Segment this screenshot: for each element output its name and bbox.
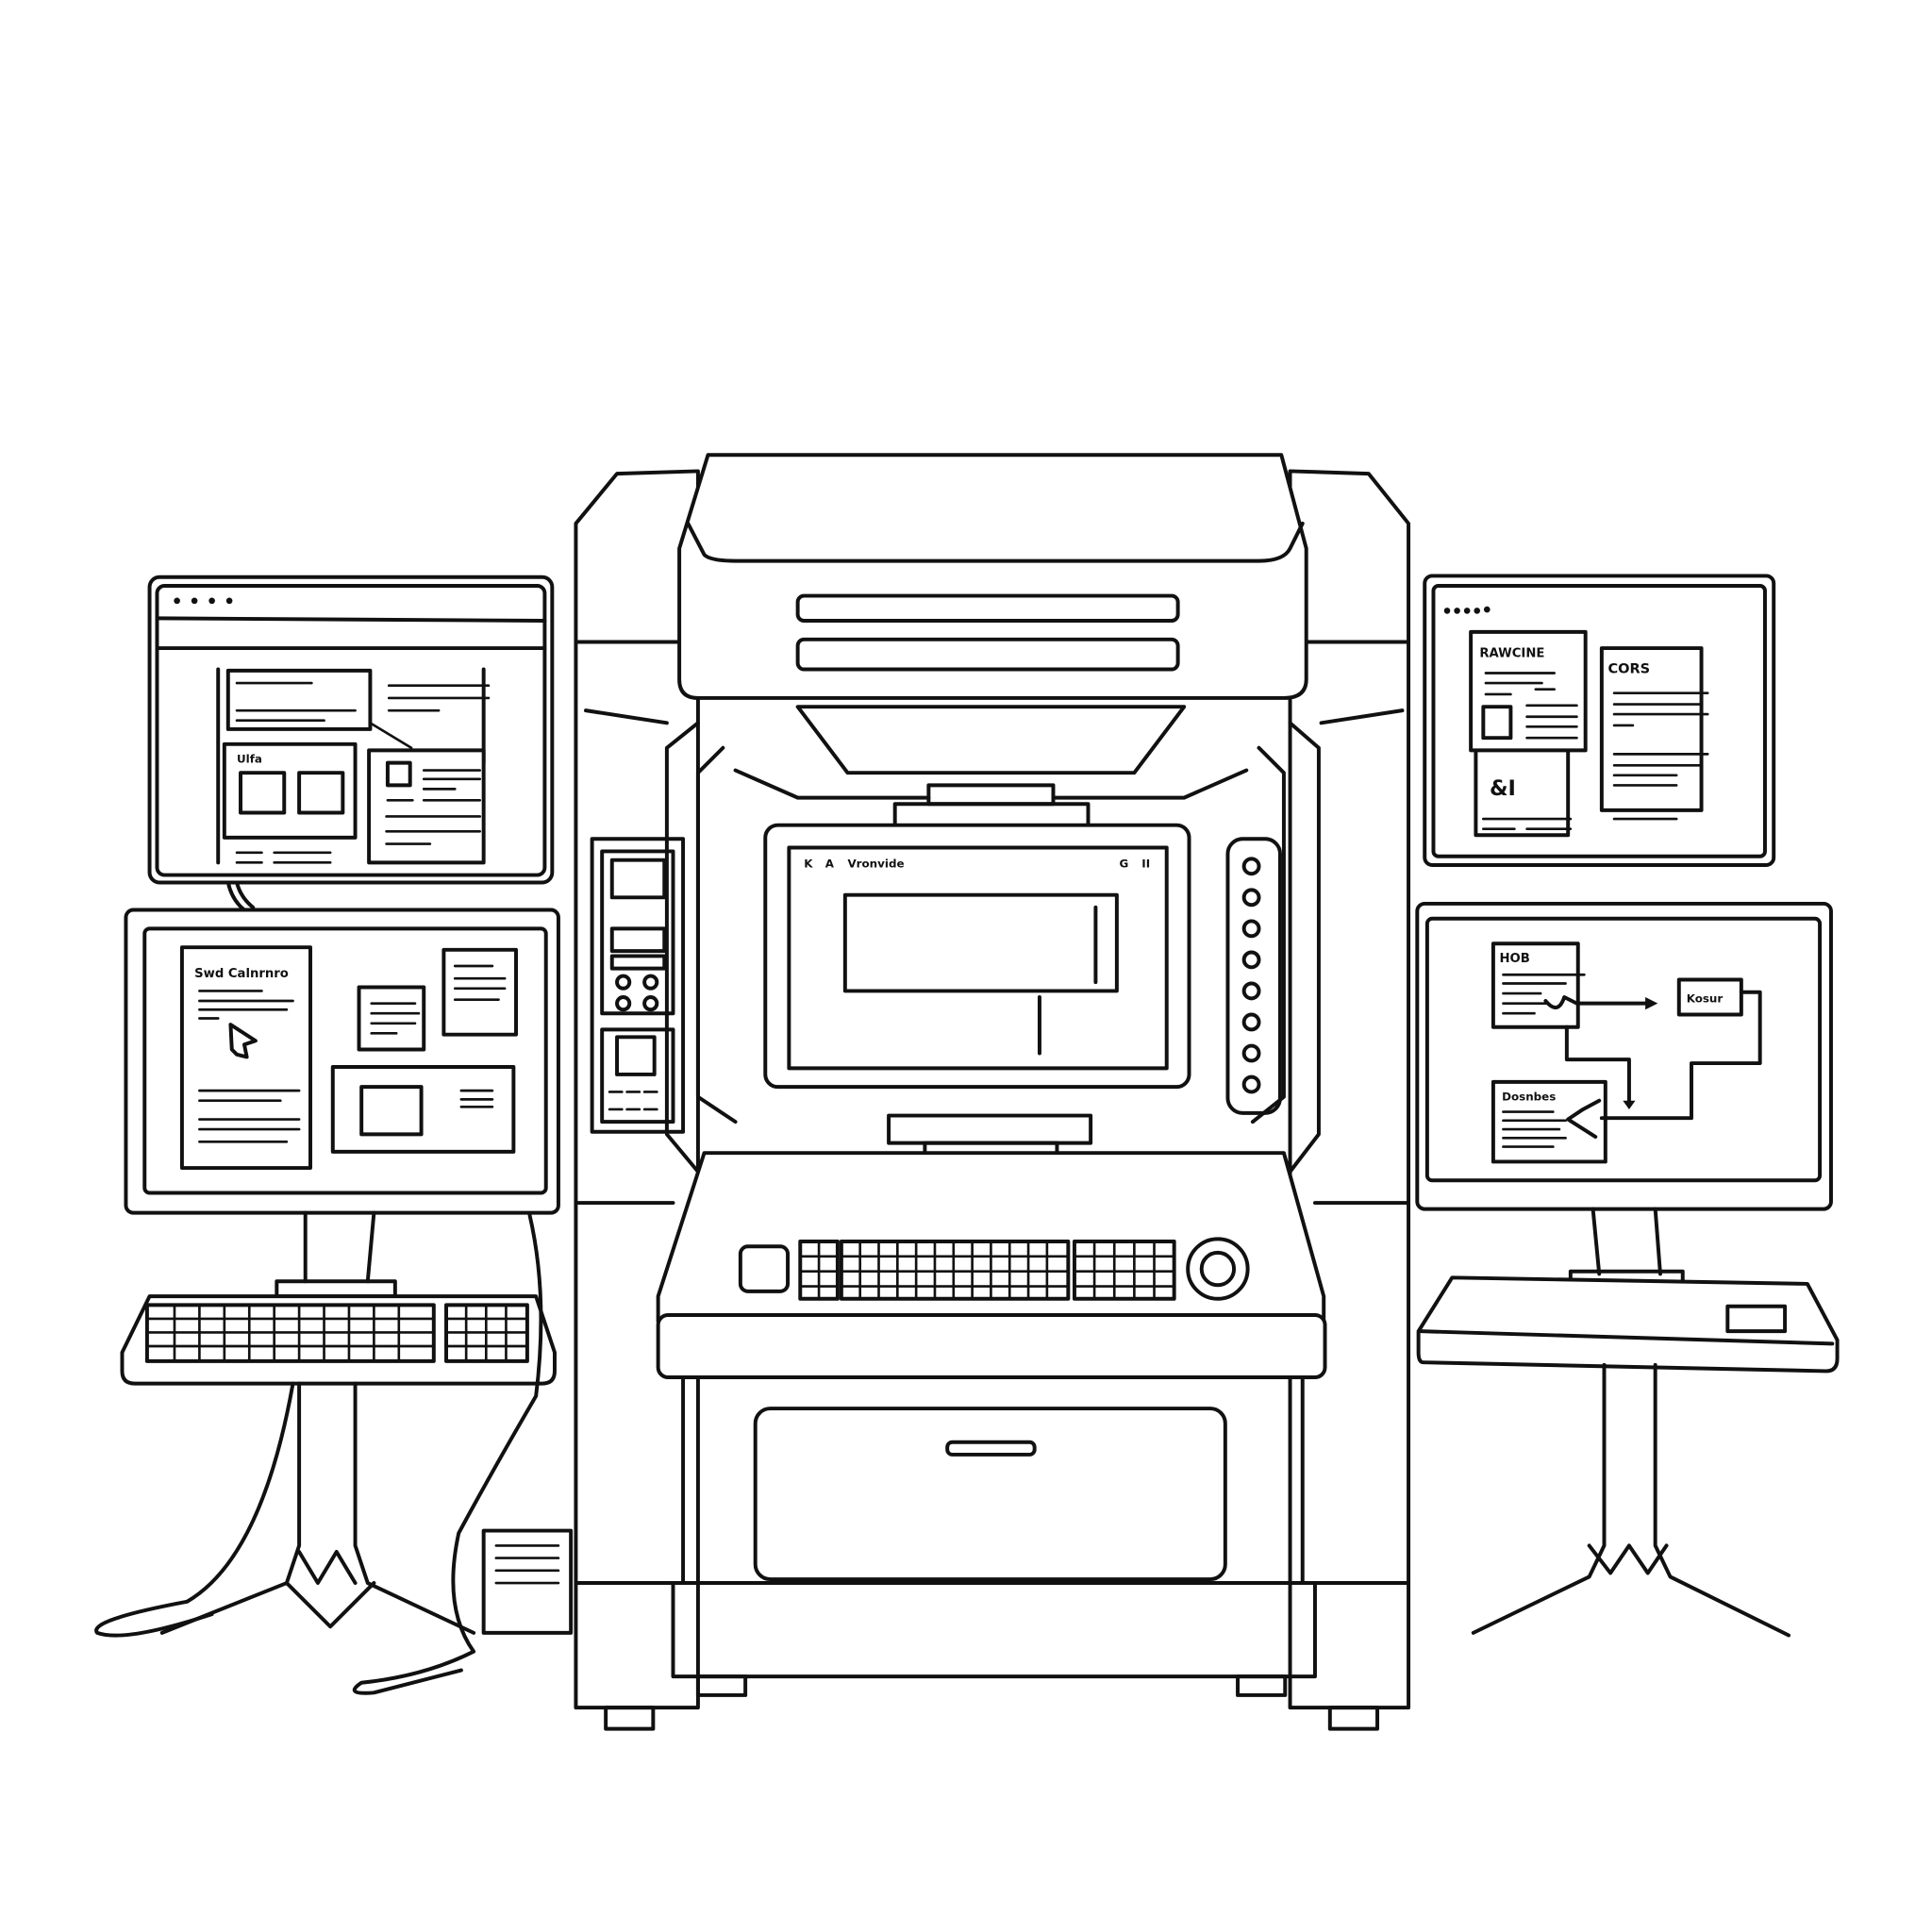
- center-screen: [787, 845, 1169, 1071]
- top-hood: [677, 453, 1308, 700]
- vent-slot: [795, 593, 1180, 623]
- indicator-light: [1241, 950, 1261, 970]
- indicator-light: [1241, 1043, 1261, 1063]
- knob: [615, 995, 632, 1012]
- power-supply-box: [481, 1528, 574, 1635]
- thumbnail-icon: [385, 760, 412, 788]
- indicator-light: [1241, 1012, 1261, 1032]
- left-top-monitor: Ulfa: [147, 575, 555, 885]
- indicator-light: [1241, 857, 1261, 876]
- screen-input-box: [842, 892, 1119, 993]
- card-title-3: &I: [1490, 776, 1516, 801]
- window-dot: [191, 597, 198, 605]
- flow-node-2: Kosur: [1687, 991, 1724, 1005]
- knob: [642, 974, 659, 991]
- window-dot: [174, 597, 180, 605]
- right-top-monitor: &I RAWCINE CORS: [1423, 574, 1776, 867]
- arrow-head: [1645, 997, 1658, 1010]
- card-title-1: RAWCINE: [1479, 646, 1544, 660]
- left-bottom-monitor: Swd Calnrnro: [124, 880, 560, 1299]
- window-dot: [1474, 608, 1481, 614]
- screen-back-icon[interactable]: K: [804, 858, 813, 871]
- flow-node-1: HOB: [1500, 952, 1530, 966]
- vent-slot: [795, 637, 1180, 672]
- card-title-2: CORS: [1607, 661, 1650, 676]
- center-machine: K A Vronvide G II: [574, 453, 1411, 1731]
- window-dot: [225, 597, 233, 605]
- window-dot: [1454, 608, 1460, 614]
- panel-display: [609, 858, 667, 900]
- screen-up-icon[interactable]: A: [825, 858, 835, 871]
- arrow-head: [1623, 1100, 1636, 1109]
- indicator-light: [1241, 981, 1261, 1001]
- knob: [615, 974, 632, 991]
- pointer-arrow-icon: [228, 1023, 258, 1059]
- window-dot: [1443, 608, 1451, 614]
- indicator-light: [1241, 888, 1261, 908]
- window-dot: [208, 597, 215, 605]
- drawer[interactable]: [753, 1407, 1227, 1582]
- screen-title: Vronvide: [847, 858, 904, 871]
- control-panel: [590, 837, 686, 1134]
- right-bottom-monitor: HOB Kosur Dosnbes: [1415, 901, 1833, 1289]
- window-dot: [1463, 608, 1471, 614]
- indicator-column: [1225, 837, 1282, 1115]
- left-keyboard: [94, 1213, 557, 1695]
- panel-label: Ulfa: [237, 753, 262, 766]
- center-monitor: [763, 823, 1191, 1090]
- trackball[interactable]: [1186, 1237, 1250, 1301]
- flow-node-3: Dosnbes: [1502, 1091, 1556, 1104]
- knob: [642, 995, 659, 1012]
- screen-search-icon[interactable]: G: [1120, 858, 1129, 871]
- trackpad-button[interactable]: [738, 1244, 791, 1293]
- doc-title: Swd Calnrnro: [194, 967, 289, 981]
- screen-pause-icon[interactable]: II: [1141, 858, 1150, 871]
- drawer-handle[interactable]: [945, 1440, 1037, 1457]
- window-dot: [1483, 606, 1491, 613]
- indicator-light: [1241, 1074, 1261, 1094]
- right-keyboard: [1416, 1275, 1840, 1638]
- keyboard-keys: [1725, 1304, 1788, 1334]
- keypad-right: [1072, 1240, 1176, 1301]
- indicator-light: [1241, 919, 1261, 939]
